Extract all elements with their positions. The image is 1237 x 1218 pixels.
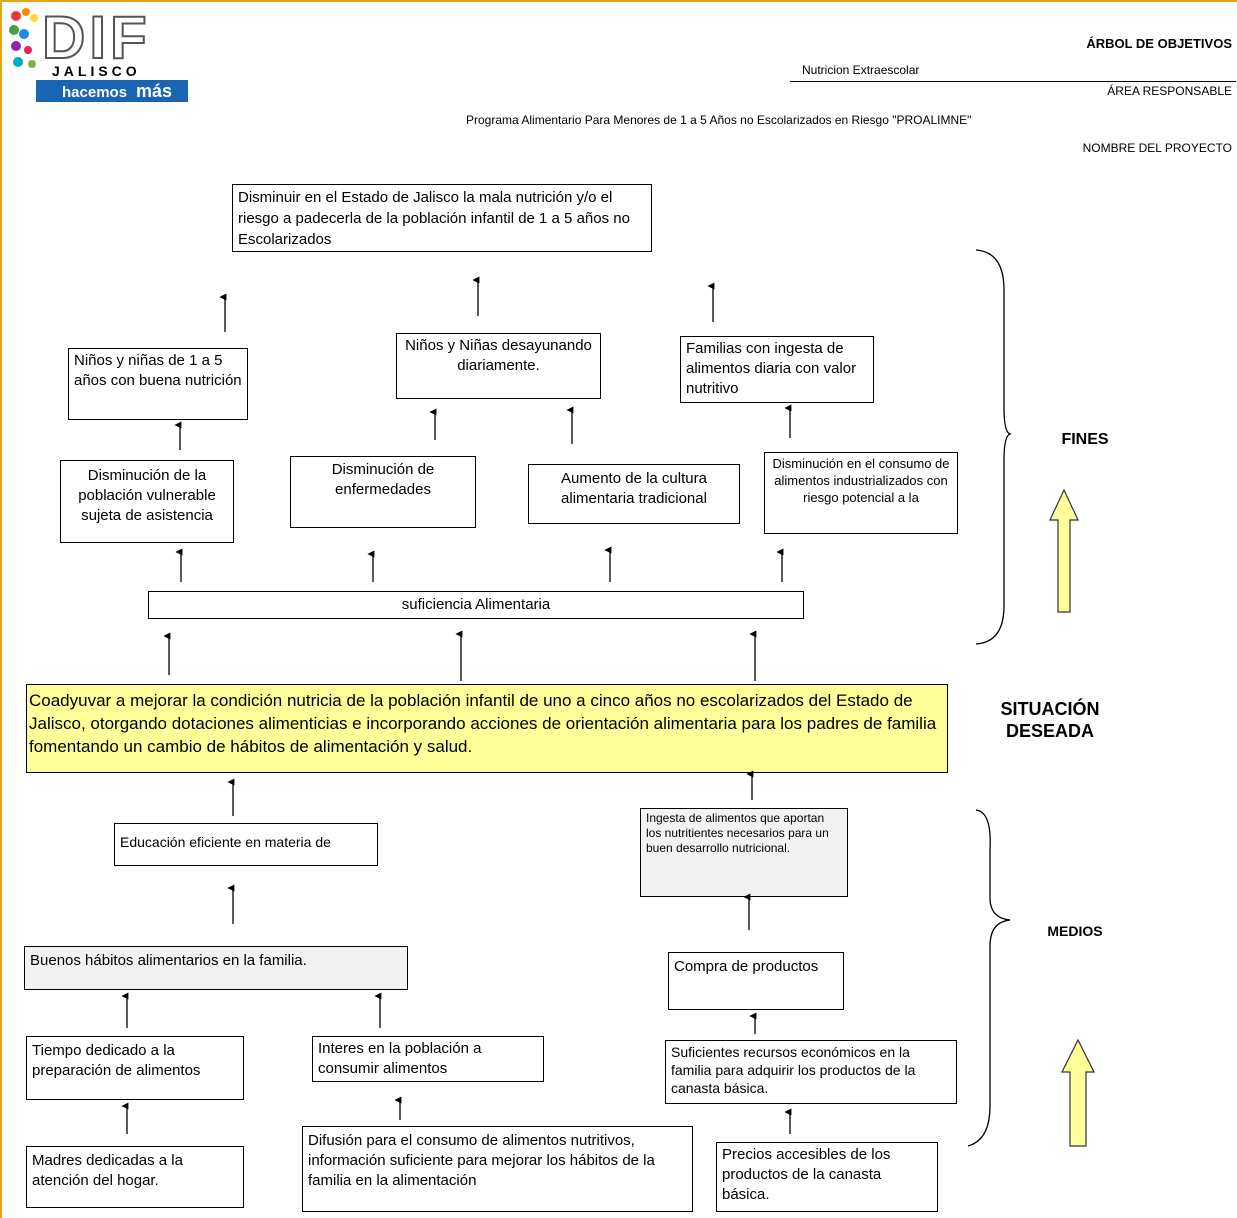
fines-direction-arrow xyxy=(1049,488,1079,613)
disminucion-poblacion-box: Disminución de la población vulnerable s… xyxy=(60,460,234,543)
suficiencia-box: suficiencia Alimentaria xyxy=(148,591,804,619)
medios-brace xyxy=(967,809,1011,1147)
fines-label: FINES xyxy=(1061,431,1109,448)
area-label: ÁREA RESPONSABLE xyxy=(1107,84,1232,98)
top-goal-box: Disminuir en el Estado de Jalisco la mal… xyxy=(232,184,652,252)
disminucion-enfermedades-box: Disminución de enfermedades xyxy=(290,456,476,528)
logo-slogan-b: más xyxy=(136,81,172,101)
buenos-habitos-box: Buenos hábitos alimentarios en la famili… xyxy=(24,946,408,990)
tiempo-box: Tiempo dedicado a la preparación de alim… xyxy=(26,1036,244,1100)
logo-sub-text: JALISCO xyxy=(52,63,141,79)
project-label: NOMBRE DEL PROYECTO xyxy=(1082,141,1232,155)
logo-main-text: DIF xyxy=(42,4,151,71)
precios-box: Precios accesibles de los productos de l… xyxy=(716,1142,938,1212)
compra-box: Compra de productos xyxy=(668,952,844,1010)
page-title: ÁRBOL DE OBJETIVOS xyxy=(1086,36,1232,51)
madres-box: Madres dedicadas a la atención del hogar… xyxy=(26,1146,244,1208)
situacion-label-line2: DESEADA xyxy=(1005,721,1094,741)
ingesta-nutrientes-box: Ingesta de alimentos que aportan los nut… xyxy=(640,808,848,897)
logo-slogan-a: hacemos xyxy=(62,84,127,101)
familias-ingesta-box: Familias con ingesta de alimentos diaria… xyxy=(680,336,874,403)
disminucion-consumo-box: Disminución en el consumo de alimentos i… xyxy=(764,452,958,534)
medios-label: MEDIOS xyxy=(1047,923,1103,939)
project-value: Programa Alimentario Para Menores de 1 a… xyxy=(466,113,972,127)
ninos-desayunando-box: Niños y Niñas desayunando diariamente. xyxy=(396,333,601,399)
area-underline xyxy=(790,81,1236,82)
medios-direction-arrow xyxy=(1061,1038,1095,1147)
dif-jalisco-logo: DIF JALISCO hacemos más xyxy=(6,3,188,104)
situacion-deseada-box: Coadyuvar a mejorar la condición nutrici… xyxy=(26,684,948,773)
fines-brace xyxy=(975,249,1013,645)
interes-box: Interes en la población a consumir alime… xyxy=(312,1036,544,1082)
situacion-label-line1: SITUACIÓN xyxy=(1000,699,1100,719)
area-value: Nutricion Extraescolar xyxy=(802,63,920,77)
situacion-label: SITUACIÓN DESEADA xyxy=(1000,698,1100,742)
difusion-box: Difusión para el consumo de alimentos nu… xyxy=(302,1126,693,1212)
recursos-box: Suficientes recursos económicos en la fa… xyxy=(665,1040,957,1104)
ninos-nutricion-box: Niños y niñas de 1 a 5 años con buena nu… xyxy=(68,348,248,420)
aumento-cultura-box: Aumento de la cultura alimentaria tradic… xyxy=(528,464,740,524)
educacion-box: Educación eficiente en materia de xyxy=(114,823,378,866)
